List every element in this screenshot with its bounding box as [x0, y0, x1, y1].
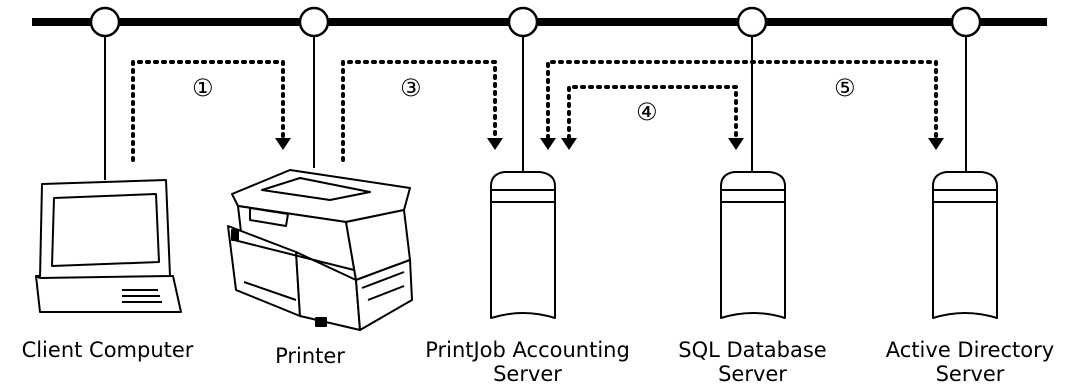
flow-5-path	[540, 60, 944, 150]
node-ad	[950, 6, 982, 38]
flow-marker-3: ③	[400, 74, 422, 102]
sql-server-label-line1: SQL Database	[678, 338, 827, 362]
active-directory-server-icon	[932, 171, 998, 319]
printjob-server-label-line1: PrintJob Accounting	[425, 338, 630, 362]
node-sql	[736, 6, 768, 38]
flow-3-path	[341, 60, 503, 162]
sql-server-icon	[720, 171, 786, 319]
network-bus	[32, 18, 1047, 26]
flow-marker-4: ④	[636, 98, 658, 126]
printer-label: Printer	[275, 344, 345, 368]
node-client	[89, 6, 121, 38]
flow-4-path	[561, 85, 744, 150]
active-directory-label-line2: Server	[935, 362, 1005, 386]
flow-1-path	[131, 60, 291, 162]
printjob-server-icon	[490, 171, 556, 319]
printjob-server-label-line2: Server	[493, 362, 562, 386]
client-computer-label: Client Computer	[21, 338, 194, 362]
client-computer-icon	[35, 179, 182, 313]
printer-icon	[227, 169, 413, 331]
flow-marker-5: ⑤	[834, 74, 856, 102]
node-printer	[298, 6, 330, 38]
flow-marker-1: ①	[192, 74, 214, 102]
sql-server-label-line2: Server	[718, 362, 787, 386]
active-directory-label-line1: Active Directory	[885, 338, 1055, 362]
node-printjob	[507, 6, 539, 38]
network-nodes	[89, 6, 982, 38]
drop-lines	[104, 37, 967, 180]
